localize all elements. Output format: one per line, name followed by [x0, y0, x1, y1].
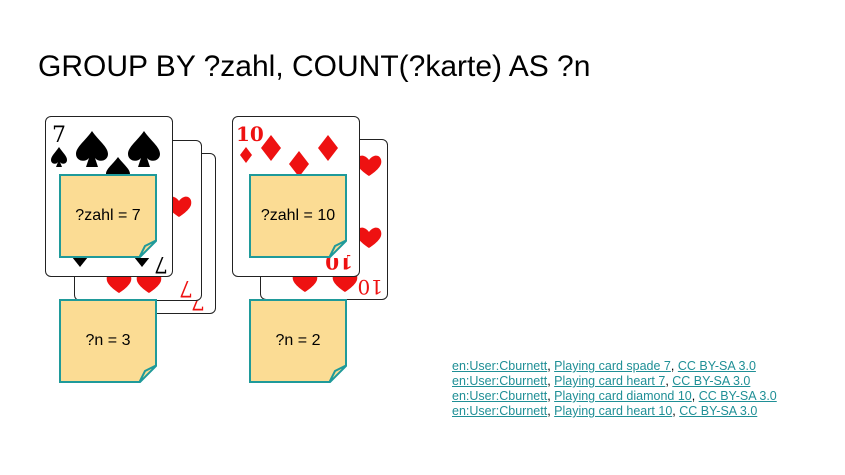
credit-work-link[interactable]: Playing card diamond 10: [554, 389, 692, 403]
rank-index: 10: [358, 275, 383, 299]
diamond-icon: [318, 135, 338, 161]
credit-license-link[interactable]: CC BY-SA 3.0: [672, 374, 751, 388]
diamond-icon: [289, 151, 309, 177]
svg-text:7: 7: [154, 251, 168, 276]
credit-author-link[interactable]: en:User:Cburnett: [452, 359, 548, 373]
count-note-group-7: ?n = 3: [59, 299, 157, 383]
heart-suit-pips: 7: [106, 196, 193, 300]
zahl-note-group-7: ?zahl = 7: [59, 174, 157, 258]
credit-work-link[interactable]: Playing card heart 10: [554, 404, 673, 418]
note-fold-icon: [329, 365, 347, 383]
credit-line: en:User:Cburnett, Playing card diamond 1…: [452, 389, 777, 403]
spade-icon: [51, 147, 67, 167]
diamond-icon: [261, 135, 281, 161]
spade-suit-pips: 7 7: [51, 123, 168, 276]
credit-author-link[interactable]: en:User:Cburnett: [452, 404, 548, 418]
slide-title: GROUP BY ?zahl, COUNT(?karte) AS ?n: [38, 50, 591, 83]
credit-author-link[interactable]: en:User:Cburnett: [452, 374, 548, 388]
diamond-suit-pips: 10 10: [236, 122, 353, 274]
image-credits: en:User:Cburnett, Playing card spade 7, …: [452, 359, 777, 419]
credit-license-link[interactable]: CC BY-SA 3.0: [698, 389, 777, 403]
spade-icon: [76, 131, 108, 167]
credit-author-link[interactable]: en:User:Cburnett: [452, 389, 548, 403]
spade-icon: [128, 131, 160, 167]
count-note-group-10: ?n = 2: [249, 299, 347, 383]
zahl-label: ?zahl = 10: [260, 207, 336, 224]
credit-license-link[interactable]: CC BY-SA 3.0: [679, 404, 758, 418]
credit-line: en:User:Cburnett, Playing card heart 10,…: [452, 404, 758, 418]
count-label: ?n = 3: [85, 332, 131, 349]
note-fold-icon: [329, 240, 347, 258]
rank-index: 7: [52, 123, 66, 148]
credit-line: en:User:Cburnett, Playing card spade 7, …: [452, 359, 756, 373]
heart-suit-pips: 10: [292, 155, 383, 299]
zahl-label: ?zahl = 7: [75, 207, 141, 224]
credit-work-link[interactable]: Playing card spade 7: [554, 359, 671, 373]
rank-index: 10: [236, 122, 264, 146]
credit-license-link[interactable]: CC BY-SA 3.0: [677, 359, 756, 373]
credit-work-link[interactable]: Playing card heart 7: [554, 374, 666, 388]
note-fold-icon: [139, 365, 157, 383]
diamond-icon: [240, 147, 252, 163]
count-label: ?n = 2: [275, 332, 321, 349]
credit-line: en:User:Cburnett, Playing card heart 7, …: [452, 374, 751, 388]
rank-index: 7: [179, 275, 193, 300]
note-fold-icon: [139, 240, 157, 258]
zahl-note-group-10: ?zahl = 10: [249, 174, 347, 258]
